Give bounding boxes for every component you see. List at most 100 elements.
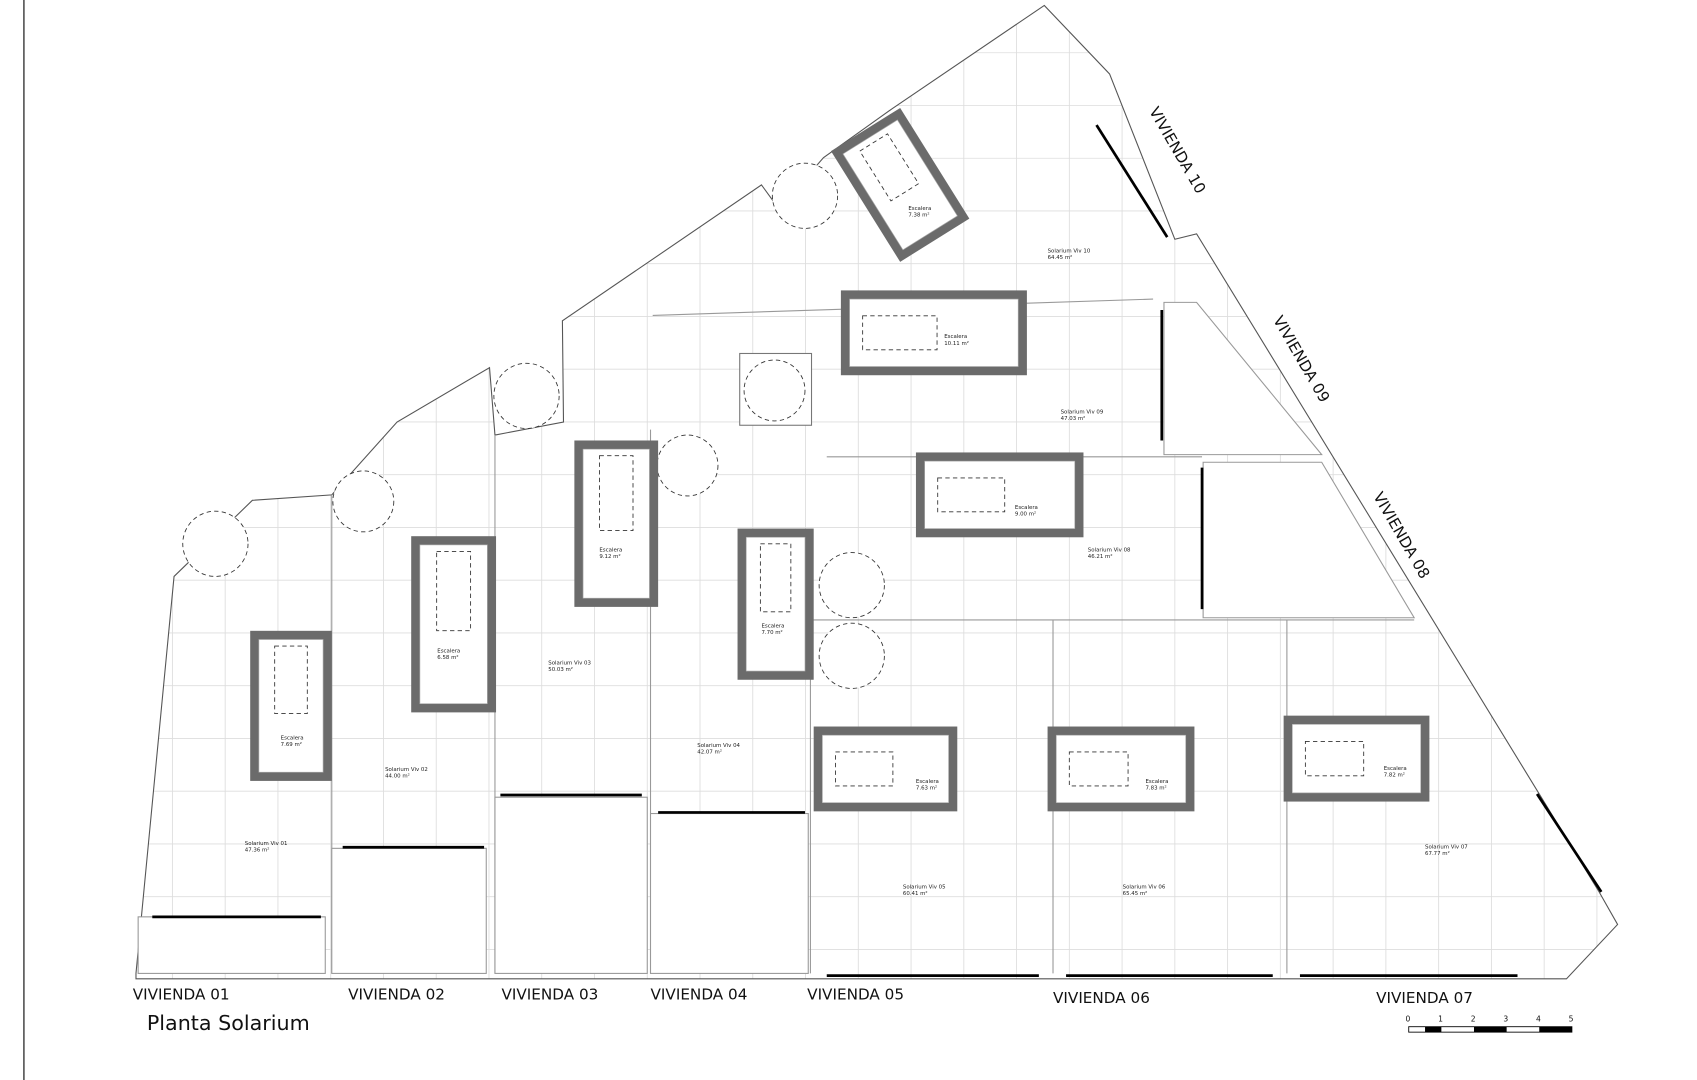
stairwell — [574, 440, 659, 607]
vivienda-label: VIVIENDA 06 — [1053, 989, 1150, 1007]
planter-icon — [656, 434, 719, 497]
scale-tick: 2 — [1471, 1014, 1476, 1023]
plan-title: Planta Solarium — [147, 1011, 310, 1035]
solarium-name: Solarium Viv 07 — [1425, 844, 1468, 850]
escalera-area: 7.63 m² — [916, 785, 937, 792]
vivienda-label: VIVIENDA 10 — [1145, 104, 1209, 197]
escalera-area: 7.83 m² — [1145, 785, 1166, 792]
escalera-area: 9.00 m² — [1015, 511, 1036, 518]
solarium-area: 42.07 m² — [697, 749, 722, 756]
vivienda-label: VIVIENDA 02 — [348, 986, 445, 1004]
stairwell — [1047, 726, 1195, 812]
stairwell — [830, 107, 970, 262]
vivienda-label: VIVIENDA 09 — [1269, 313, 1333, 406]
stair-flight-icon — [859, 133, 920, 202]
stair-flight-icon — [759, 543, 792, 613]
stair-flight-icon — [274, 645, 308, 715]
solarium-name: Solarium Viv 06 — [1123, 885, 1166, 891]
escalera-area: 9.12 m² — [599, 553, 620, 560]
escalera-name: Escalera — [908, 206, 931, 212]
planter-icon — [743, 359, 806, 422]
stairwell — [840, 290, 1027, 376]
solarium-area: 65.45 m² — [1123, 890, 1148, 897]
scale-tick: 3 — [1503, 1014, 1508, 1023]
vivienda-label: VIVIENDA 01 — [133, 986, 230, 1004]
escalera-area: 7.38 m² — [908, 211, 929, 218]
unit-dividers — [137, 298, 1416, 974]
solarium-area: 47.03 m² — [1061, 415, 1086, 422]
planter-icon — [332, 470, 395, 533]
solarium-name: Solarium Viv 09 — [1061, 409, 1104, 415]
escalera-area: 7.69 m² — [281, 741, 302, 748]
escalera-name: Escalera — [1015, 505, 1038, 511]
vivienda-label: VIVIENDA 03 — [501, 986, 598, 1004]
escalera-name: Escalera — [599, 547, 622, 553]
planter-icon — [493, 362, 560, 429]
solarium-area: 60.41 m² — [903, 890, 928, 897]
stairwell — [813, 726, 958, 812]
solarium-name: Solarium Viv 10 — [1048, 248, 1091, 254]
stair-flight-icon — [862, 315, 938, 351]
solarium-name: Solarium Viv 02 — [385, 767, 428, 773]
scale-tick: 0 — [1405, 1014, 1410, 1023]
scale-tick: 4 — [1536, 1014, 1541, 1023]
solarium-name: Solarium Viv 03 — [548, 661, 591, 667]
solarium-area: 50.03 m² — [548, 666, 573, 673]
escalera-name: Escalera — [1384, 766, 1407, 772]
stairwell — [411, 536, 497, 713]
planters — [182, 162, 885, 689]
solarium-area: 46.21 m² — [1088, 553, 1113, 560]
windows — [152, 124, 1603, 977]
stairwell — [737, 528, 814, 680]
solarium-area: 67.77 m² — [1425, 850, 1450, 857]
scale-tick: 5 — [1569, 1014, 1574, 1023]
escalera-name: Escalera — [916, 779, 939, 785]
escalera-area: 7.70 m² — [761, 629, 782, 636]
planter-icon — [771, 162, 839, 229]
solarium-area: 47.36 m² — [245, 847, 270, 854]
solarium-name: Solarium Viv 01 — [245, 841, 288, 847]
solarium-area: 64.45 m² — [1048, 254, 1073, 261]
escalera-area: 7.82 m² — [1384, 772, 1405, 779]
stair-flight-icon — [1068, 751, 1129, 787]
vivienda-label: VIVIENDA 04 — [651, 986, 748, 1004]
escalera-name: Escalera — [437, 649, 460, 655]
stair-flight-icon — [599, 455, 634, 532]
escalera-name: Escalera — [1145, 779, 1168, 785]
scale-bar: 0 1 2 3 4 5 — [1405, 1014, 1574, 1033]
solarium-name: Solarium Viv 05 — [903, 885, 946, 891]
stairwell — [1283, 715, 1430, 802]
planter-icon — [182, 510, 249, 577]
vivienda-label: VIVIENDA 05 — [807, 986, 904, 1004]
escalera-name: Escalera — [761, 624, 784, 630]
scale-tick: 1 — [1438, 1014, 1443, 1023]
planter-icon — [818, 622, 885, 689]
escalera-area: 6.58 m² — [437, 654, 458, 661]
escalera-name: Escalera — [281, 736, 304, 742]
stairwell — [250, 630, 332, 781]
planter-icon — [818, 552, 885, 619]
solarium-name: Solarium Viv 04 — [697, 743, 740, 749]
solarium-name: Solarium Viv 08 — [1088, 547, 1131, 553]
stair-flight-icon — [1304, 740, 1365, 777]
